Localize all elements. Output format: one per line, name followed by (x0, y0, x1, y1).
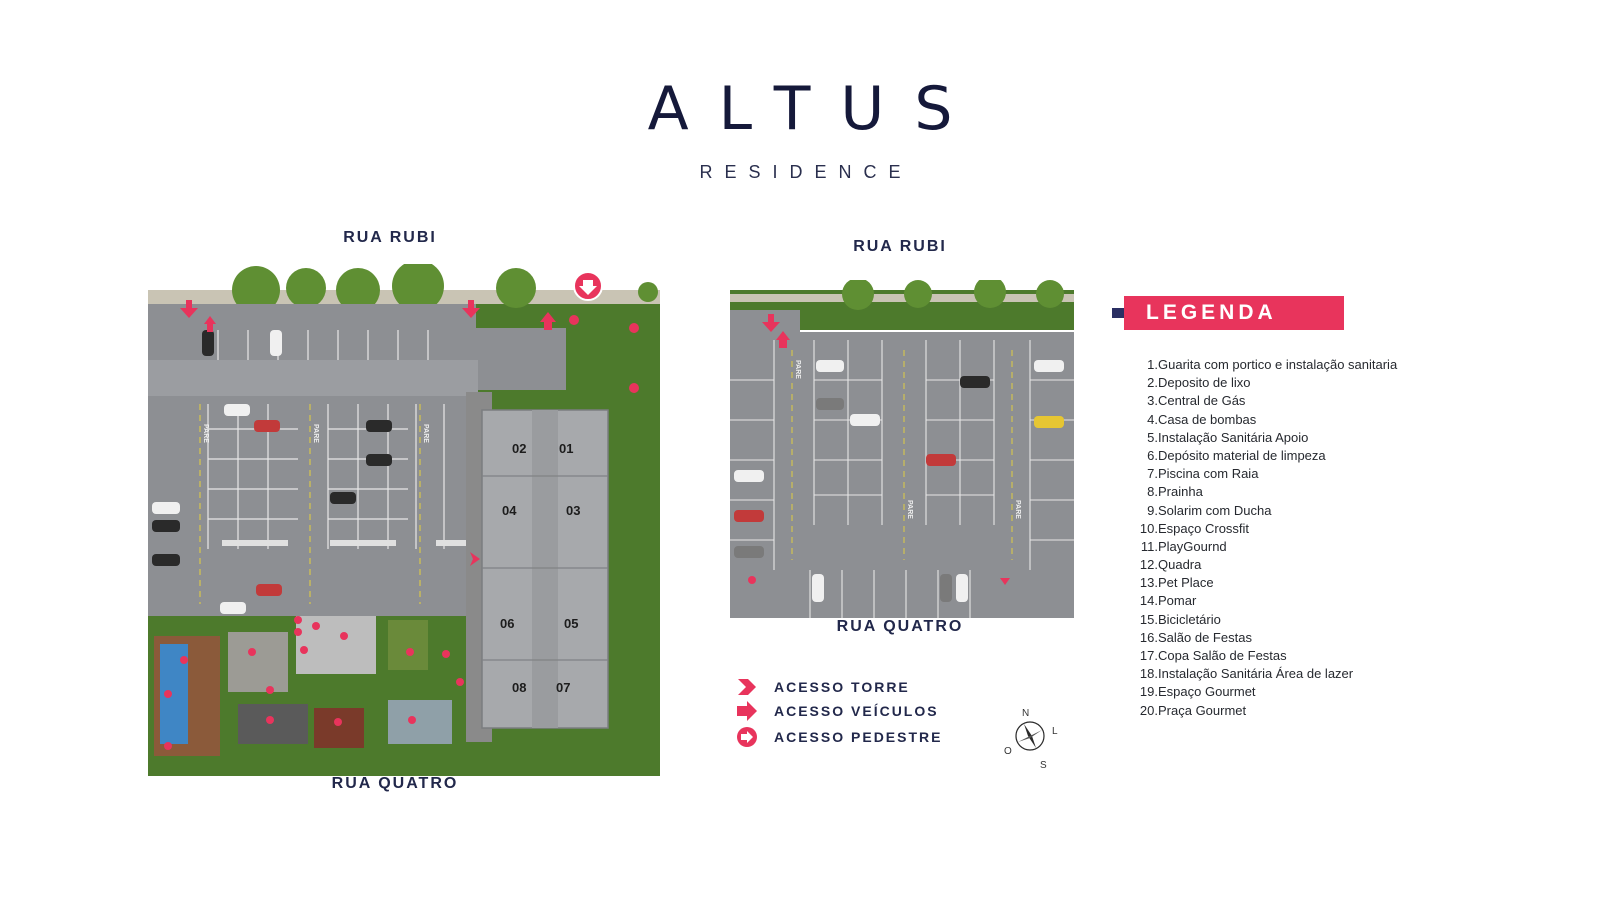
svg-text:PARE: PARE (312, 424, 319, 443)
legend-item: 4.Casa de bombas (1147, 411, 1257, 427)
access-legend-vehicles: ACESSO VEÍCULOS (736, 700, 939, 722)
apartment-label: 05 (564, 616, 578, 631)
street-label-bottom-left: RUA QUATRO (331, 775, 459, 792)
street-label-top-left: RUA RUBI (343, 229, 437, 246)
parked-cars-right (734, 360, 1064, 602)
legend-item: 18.Instalação Sanitária Área de lazer (1139, 666, 1354, 682)
apartment-label: 04 (502, 503, 517, 518)
legend-item: 9.Solarim com Ducha (1147, 502, 1272, 518)
trees-top-right (842, 276, 1064, 310)
chevron-right-icon (738, 679, 756, 695)
brand-subtitle: RESIDENCE (699, 162, 913, 182)
compass-icon: N S O L (1004, 708, 1058, 771)
legend-item: 17.Copa Salão de Festas (1139, 648, 1287, 663)
legend-item: 16.Salão de Festas (1139, 629, 1252, 645)
svg-text:PARE: PARE (1014, 500, 1021, 519)
apartment-label: 02 (512, 441, 526, 456)
legend-list: 1.Guarita com portico e instalação sanit… (1132, 356, 1397, 720)
site-plan-map: PARE PARE PARE 02 01 04 03 06 05 08 07 (148, 260, 660, 776)
compass-south: S (1040, 760, 1047, 770)
apartment-label: 07 (556, 680, 570, 695)
legend-item: 3.Central de Gás (1147, 393, 1246, 409)
access-legend-label: ACESSO TORRE (774, 679, 910, 695)
apartment-label: 03 (566, 503, 580, 518)
circle-arrow-icon (737, 727, 757, 747)
svg-text:PARE: PARE (422, 424, 429, 443)
apartment-label: 01 (559, 441, 573, 456)
legend-item: 19.Espaço Gourmet (1139, 684, 1256, 700)
arrow-right-icon (737, 701, 757, 721)
legend-item: 6.Depósito material de limpeza (1147, 447, 1326, 463)
apartment-label: 08 (512, 680, 526, 695)
legend-item: 1.Guarita com portico e instalação sanit… (1147, 357, 1398, 372)
svg-text:PARE: PARE (202, 424, 209, 443)
leisure-area (154, 616, 452, 756)
legend-title: LEGENDA (1124, 296, 1344, 330)
compass-north: N (1022, 708, 1029, 719)
parked-cars (152, 330, 392, 614)
apartment-label: 06 (500, 616, 514, 631)
residential-tower (481, 409, 609, 729)
parking-area-right (730, 332, 1074, 618)
legend-item: 12.Quadra (1139, 557, 1202, 573)
svg-text:PARE: PARE (794, 360, 801, 379)
access-legend-tower: ACESSO TORRE (736, 676, 910, 698)
location-markers (164, 315, 639, 750)
parking-plan-map: PARE PARE PARE (730, 276, 1074, 620)
legend-item: 15.Bicicletário (1139, 611, 1221, 627)
access-legend-label: ACESSO VEÍCULOS (774, 703, 939, 719)
legend-item: 13.Pet Place (1139, 575, 1214, 591)
legend-item: 2.Deposito de lixo (1147, 375, 1251, 391)
legend-item: 14.Pomar (1139, 593, 1197, 609)
parking-plan-svg: PARE PARE PARE (730, 276, 1074, 620)
access-legend-label: ACESSO PEDESTRE (774, 729, 943, 745)
brand-title: ALTUS (647, 74, 983, 144)
legend-item: 10.Espaço Crossfit (1139, 520, 1250, 536)
site-plan-svg: PARE PARE PARE 02 01 04 03 06 05 08 07 (148, 260, 660, 776)
legend-item: 7.Piscina com Raia (1147, 466, 1259, 482)
legend-item: 8.Prainha (1147, 484, 1203, 500)
legend-item: 20.Praça Gourmet (1139, 702, 1247, 718)
svg-text:PARE: PARE (906, 500, 913, 519)
compass-east: L (1052, 726, 1058, 737)
compass-west: O (1004, 746, 1012, 757)
street-label-bottom-right: RUA QUATRO (836, 618, 964, 635)
street-label-top-right: RUA RUBI (853, 238, 947, 255)
legend-item: 5.Instalação Sanitária Apoio (1147, 429, 1309, 445)
compass-rose: N S O L (1002, 706, 1066, 775)
access-legend-pedestrian: ACESSO PEDESTRE (736, 726, 942, 748)
legend-item: 11.PlayGournd (1140, 538, 1227, 554)
trees-top (232, 260, 658, 314)
